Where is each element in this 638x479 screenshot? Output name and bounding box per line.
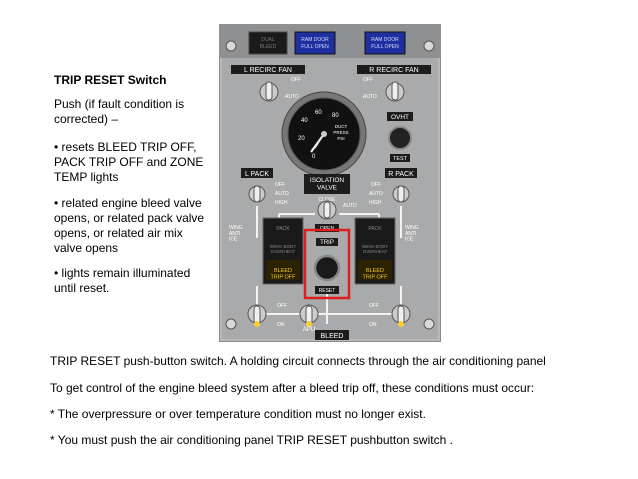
left-bleed-on-label: ON (277, 322, 285, 328)
body-line-4: * You must push the air conditioning pan… (50, 433, 453, 447)
l-recirc-off-label: OFF (291, 77, 301, 83)
svg-text:DUAL: DUAL (261, 37, 275, 43)
l-pack-off-label: OFF (275, 182, 285, 188)
gauge-label-duct: DUCT (335, 124, 348, 129)
isolation-auto-label: AUTO (343, 203, 357, 209)
apu-bleed-switch[interactable] (299, 304, 319, 327)
svg-text:FULL OPEN: FULL OPEN (301, 44, 329, 50)
l-pack-high-label: HIGH (275, 200, 288, 206)
l-pack-switch[interactable] (248, 185, 266, 203)
r-pack-label: R PACK (388, 171, 414, 178)
l-recirc-fan-toggle[interactable] (259, 81, 279, 102)
trip-reset-highlight (303, 228, 351, 300)
l-recirc-auto-label: AUTO (285, 94, 299, 100)
test-label: TEST (393, 156, 408, 162)
svg-text:RAM DOOR: RAM DOOR (301, 37, 329, 43)
r-pack-off-label: OFF (371, 182, 381, 188)
sidebar-paragraph-valve: • related engine bleed valve opens, or r… (54, 196, 205, 255)
body-line-1: TRIP RESET push-button switch. A holding… (50, 354, 546, 368)
svg-text:BLEED: BLEED (260, 44, 277, 50)
r-pack-switch[interactable] (392, 185, 410, 203)
svg-text:RAM DOOR: RAM DOOR (371, 37, 399, 43)
l-recirc-fan-label: L RECIRC FAN (244, 67, 292, 74)
sidebar-title: TRIP RESET Switch (54, 73, 167, 87)
screw-icon (225, 40, 435, 330)
r-pack-auto-label: AUTO (369, 191, 383, 197)
r-recirc-fan-label: R RECIRC FAN (369, 67, 418, 74)
right-pack-light-label: PACK (368, 226, 382, 232)
apu-label: APU (303, 327, 315, 333)
gauge-tick-0: 0 (312, 154, 316, 160)
trip-reset-button[interactable] (313, 254, 341, 282)
reset-label: RESET (319, 288, 336, 294)
dual-bleed-light: DUAL BLEED (248, 31, 288, 55)
left-bleed-off-label: OFF (277, 303, 287, 309)
bleed-label: BLEED (321, 333, 344, 340)
ram-door-right-light: RAM DOOR FULL OPEN (364, 31, 406, 55)
svg-text:FULL OPEN: FULL OPEN (371, 44, 399, 50)
gauge-tick-80: 80 (332, 113, 339, 119)
sidebar-paragraph-resets: • resets BLEED TRIP OFF, PACK TRIP OFF a… (54, 140, 204, 184)
left-pack-light-label: PACK (276, 226, 290, 232)
r-pack-high-label: HIGH (369, 200, 382, 206)
trip-label: TRIP (320, 240, 334, 246)
l-pack-label: L PACK (245, 171, 269, 178)
isolation-close-label: CLOSE (319, 197, 337, 203)
gauge-tick-60: 60 (315, 110, 322, 116)
ovht-test-button[interactable] (388, 126, 412, 150)
gauge-label-psi: PSI (337, 136, 344, 141)
r-recirc-off-label: OFF (363, 77, 373, 83)
isolation-valve-knob[interactable] (317, 200, 337, 220)
right-bleed-off-label: OFF (369, 303, 379, 309)
sidebar-paragraph-push: Push (if fault condition is corrected) – (54, 97, 185, 126)
gauge-tick-20: 20 (298, 136, 305, 142)
sidebar-paragraph-lights: • lights remain illuminated until reset. (54, 266, 191, 295)
ram-door-left-light: RAM DOOR FULL OPEN (294, 31, 336, 55)
right-engine-bleed-switch[interactable] (391, 304, 411, 327)
right-bleed-on-label: ON (369, 322, 377, 328)
duct-pressure-gauge: 40 60 80 20 0 DUCT PRESS PSI (281, 91, 367, 177)
left-engine-bleed-switch[interactable] (247, 304, 267, 327)
ovht-label: OVHT (391, 114, 409, 121)
gauge-tick-40: 40 (301, 118, 308, 124)
body-line-2: To get control of the engine bleed syste… (50, 381, 535, 395)
gauge-label-press: PRESS (333, 130, 348, 135)
l-pack-auto-label: AUTO (275, 191, 289, 197)
bleed-air-panel: DUAL BLEED RAM DOOR FULL OPEN RAM DOOR F… (219, 24, 441, 342)
r-recirc-fan-toggle[interactable] (385, 81, 405, 102)
body-line-3: * The overpressure or over temperature c… (50, 407, 426, 421)
r-recirc-auto-label: AUTO (363, 94, 377, 100)
